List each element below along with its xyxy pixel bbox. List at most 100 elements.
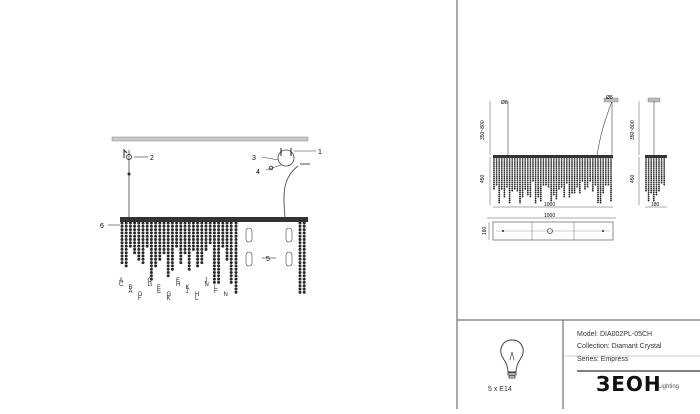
crystal-bead: [604, 173, 607, 176]
crystal-bead: [571, 164, 573, 166]
crystal-bead: [149, 264, 153, 268]
crystal-bead: [524, 169, 527, 172]
crystal-bead: [179, 231, 183, 235]
crystal-bead: [555, 171, 558, 174]
crystal-bead: [506, 160, 508, 162]
crystal-bead: [196, 228, 200, 232]
crystal-bead: [516, 183, 519, 186]
crystal-bead: [183, 224, 187, 228]
crystal-bead: [607, 183, 610, 186]
crystal-bead: [529, 168, 532, 170]
crystal-bead: [183, 231, 187, 235]
crystal-bead: [550, 164, 553, 166]
crystal-bead: [534, 158, 537, 160]
crystal-bead: [597, 187, 599, 190]
crystal-bead: [571, 171, 573, 174]
crystal-bead: [516, 162, 519, 164]
crystal-bead: [573, 171, 576, 174]
crystal-bead: [534, 162, 537, 164]
crystal-bead: [604, 171, 607, 174]
crystal-bead: [521, 179, 524, 182]
crystal-bead: [581, 166, 584, 168]
crystal-bead: [495, 175, 498, 178]
crystal-bead: [508, 191, 511, 194]
crystal-bead: [506, 166, 508, 168]
crystal-bead: [563, 166, 566, 168]
crystal-bead: [610, 158, 612, 160]
crystal-bead: [124, 254, 128, 258]
crystal-bead: [234, 284, 238, 288]
crystal-bead: [581, 168, 584, 170]
crystal-bead: [550, 185, 553, 188]
crystal-bead: [526, 179, 529, 182]
crystal-bead: [137, 247, 141, 251]
crystal-bead: [179, 257, 183, 261]
crystal-bead: [513, 185, 516, 188]
crystal-bead: [573, 162, 576, 164]
crystal-bead: [170, 228, 174, 232]
crystal-bead: [560, 168, 563, 170]
crystal-bead: [586, 171, 589, 174]
crystal-bead: [166, 228, 170, 232]
crystal-bead: [229, 257, 233, 261]
crystal-bead: [607, 164, 610, 166]
crystal-bead: [655, 179, 658, 182]
crystal-bead: [524, 175, 527, 178]
crystal-bead: [521, 160, 524, 162]
crystal-bead: [539, 199, 542, 202]
crystal-bead: [568, 166, 571, 168]
crystal-bead: [647, 160, 650, 162]
crystal-bead: [581, 160, 584, 162]
crystal-bead: [645, 162, 647, 164]
crystal-bead: [508, 189, 511, 192]
crystal-bead: [571, 168, 573, 170]
crystal-bead: [602, 164, 605, 166]
crystal-letter-label: K: [186, 285, 190, 291]
crystal-bead: [503, 160, 506, 162]
crystal-bead: [519, 185, 521, 188]
crystal-bead: [196, 231, 200, 235]
crystal-bead: [597, 197, 599, 200]
crystal-bead: [647, 191, 650, 194]
crystal-bead: [511, 183, 514, 186]
crystal-bead: [212, 277, 216, 281]
crystal-bead: [508, 197, 511, 200]
crystal-bead: [204, 238, 208, 241]
crystal-bead: [539, 191, 542, 194]
crystal-bead: [607, 158, 610, 160]
crystal-bead: [568, 193, 571, 196]
crystal-bead: [508, 160, 511, 162]
crystal-bead: [599, 164, 602, 166]
crystal-bead: [120, 221, 124, 225]
crystal-bead: [526, 191, 529, 194]
crystal-bead: [647, 185, 650, 188]
crystal-bead: [179, 224, 183, 228]
crystal-bead: [537, 158, 540, 160]
crystal-bead: [225, 247, 229, 251]
crystal-bead: [225, 221, 229, 225]
crystal-bead: [584, 164, 586, 166]
crystal-letter-label: B: [129, 285, 133, 291]
crystal-bead: [539, 189, 542, 192]
crystal-bead: [555, 168, 558, 170]
crystal-bead: [658, 166, 660, 168]
crystal-bead: [158, 241, 162, 245]
crystal-bead: [187, 244, 191, 248]
crystal-bead: [521, 158, 524, 160]
crystal-bead: [234, 261, 238, 265]
crystal-bead: [493, 168, 495, 170]
crystal-bead: [660, 169, 663, 172]
crystal-bead: [547, 185, 550, 188]
crystal-bead: [594, 183, 597, 186]
crystal-bead: [599, 185, 602, 188]
crystal-bead: [154, 238, 158, 241]
crystal-bead: [599, 191, 602, 194]
crystal-bead: [234, 287, 238, 291]
crystal-bead: [187, 264, 191, 268]
callout-1: 1: [318, 149, 322, 156]
model-line: Model: DIA002PL-05CH: [577, 331, 653, 338]
crystal-bead: [141, 247, 145, 251]
crystal-bead: [508, 169, 511, 172]
crystal-bead: [298, 280, 302, 284]
